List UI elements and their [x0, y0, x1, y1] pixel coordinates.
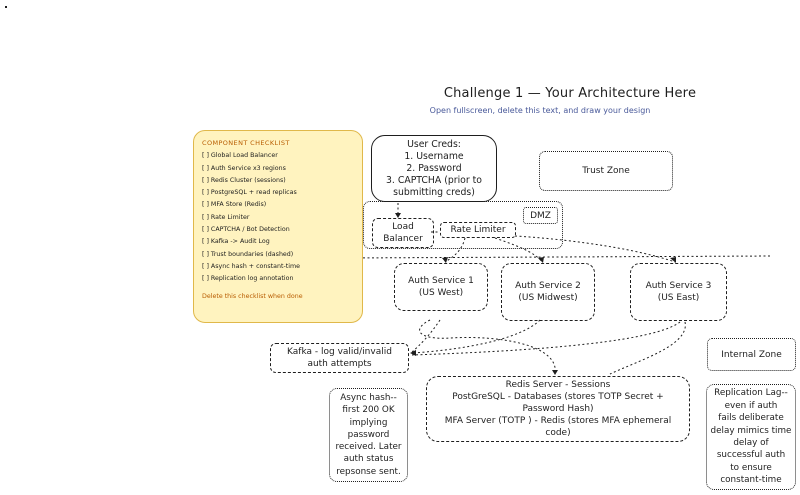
auth2-to-kafka-arrow [411, 319, 541, 354]
auth3-to-kafka-arrow [411, 321, 681, 356]
trust-zone-box[interactable]: Trust Zone [539, 151, 673, 191]
replication-note-line: successful auth [716, 450, 786, 461]
checklist-title: COMPONENT CHECKLIST [202, 139, 290, 147]
replication-note-line: delay mimics time [710, 425, 792, 436]
rate-limiter-label: Rate Limiter [450, 225, 506, 235]
auth3-to-stores-arrow [609, 321, 686, 375]
replication-lag-note[interactable]: Replication Lag-- even if auth fails del… [706, 384, 796, 490]
async-note-line: implying [349, 417, 388, 428]
auth-service-1-box[interactable]: Auth Service 1 (US West) [394, 263, 488, 311]
data-stores-line: MFA Server (TOTP ) - Redis (stores MFA e… [444, 416, 672, 426]
checklist-item: [ ] MFA Store (Redis) [202, 201, 267, 209]
checklist-item: [ ] Rate Limiter [202, 213, 250, 221]
checklist-footer: Delete this checklist when done [202, 292, 303, 300]
replication-note-line: to ensure [730, 462, 772, 473]
data-stores-box[interactable]: Redis Server - Sessions PostGreSQL - Dat… [426, 376, 690, 442]
checklist-item: [ ] Async hash + constant-time [202, 262, 300, 270]
auth-service-1-line: (US West) [418, 288, 464, 298]
async-note-line: received. Later [335, 442, 402, 453]
kafka-line: Kafka - log valid/invalid [287, 347, 392, 357]
user-creds-line: 3. CAPTCHA (prior to [386, 174, 482, 186]
kafka-line: auth attempts [307, 359, 372, 369]
checklist-item: [ ] Auth Service x3 regions [202, 164, 286, 172]
checklist-item: [ ] Replication log annotation [202, 275, 294, 283]
checklist-items: [ ] Global Load Balancer [ ] Auth Servic… [202, 150, 354, 285]
trust-zone-label: Trust Zone [582, 166, 630, 176]
auth-service-2-line: Auth Service 2 [515, 281, 581, 291]
corner-dot [5, 6, 7, 8]
page-title: Challenge 1 — Your Architecture Here [443, 86, 697, 101]
user-creds-box[interactable]: User Creds: 1. Username 2. Password 3. C… [371, 135, 497, 202]
load-balancer-line: Balancer [383, 234, 423, 244]
auth-to-stores-arrow [419, 319, 556, 375]
dmz-label: DMZ [530, 210, 551, 221]
replication-note-line: constant-time [720, 475, 782, 486]
auth-service-2-box[interactable]: Auth Service 2 (US Midwest) [501, 263, 595, 321]
auth-to-kafka-arrow [411, 319, 441, 353]
checklist-item: [ ] PostgreSQL + read replicas [202, 189, 297, 197]
auth-service-3-box[interactable]: Auth Service 3 (US East) [630, 263, 727, 321]
internal-zone-box[interactable]: Internal Zone [707, 338, 796, 371]
auth-service-2-line: (US Midwest) [518, 293, 578, 303]
auth-service-3-line: (US East) [657, 293, 700, 303]
internal-zone-label: Internal Zone [721, 349, 782, 360]
data-stores-line: Redis Server - Sessions [505, 380, 611, 390]
checklist-item: [ ] Kafka -> Audit Log [202, 238, 270, 246]
boundary-line [344, 255, 771, 259]
auth-service-1-line: Auth Service 1 [408, 276, 474, 286]
component-checklist: COMPONENT CHECKLIST [ ] Global Load Bala… [193, 130, 363, 323]
page-subtitle: Open fullscreen, delete this text, and d… [429, 106, 651, 115]
checklist-item: [ ] Redis Cluster (sessions) [202, 176, 286, 184]
user-creds-line: 2. Password [406, 162, 462, 174]
dmz-boundary[interactable] [363, 201, 563, 249]
replication-note-line: Replication Lag-- [714, 388, 788, 399]
async-note-line: first 200 OK [342, 405, 395, 416]
replication-note-line: fails deliberate [718, 413, 784, 424]
async-note-line: password [347, 429, 390, 440]
async-note-line: auth status [343, 454, 394, 465]
async-note-line: repsonse sent. [336, 466, 401, 477]
rl-to-auth3-arrow [514, 235, 676, 263]
checklist-item: [ ] Trust boundaries (dashed) [202, 250, 294, 258]
auth-service-3-line: Auth Service 3 [645, 281, 712, 291]
rate-limiter-box[interactable]: Rate Limiter [440, 222, 516, 238]
checklist-item: [ ] CAPTCHA / Bot Detection [202, 226, 290, 234]
kafka-box[interactable]: Kafka - log valid/invalid auth attempts [270, 343, 409, 373]
data-stores-line: PostGreSQL - Databases (stores TOTP Secr… [452, 392, 664, 402]
load-balancer-line: Load [392, 222, 414, 232]
replication-note-line: delay of [733, 438, 769, 448]
replication-note-line: even if auth [724, 400, 778, 411]
data-stores-line: Password Hash) [522, 404, 594, 414]
user-creds-line: User Creds: [407, 138, 461, 150]
dmz-label-box: DMZ [523, 207, 558, 224]
data-stores-line: code) [545, 428, 571, 438]
async-hash-note[interactable]: Async hash-- first 200 OK implying passw… [329, 388, 408, 482]
user-creds-line: 1. Username [404, 150, 464, 162]
user-creds-line: submitting creds) [393, 186, 475, 198]
async-note-line: Async hash-- [340, 393, 397, 404]
load-balancer-box[interactable]: Load Balancer [372, 218, 434, 248]
checklist-item: [ ] Global Load Balancer [202, 152, 278, 160]
